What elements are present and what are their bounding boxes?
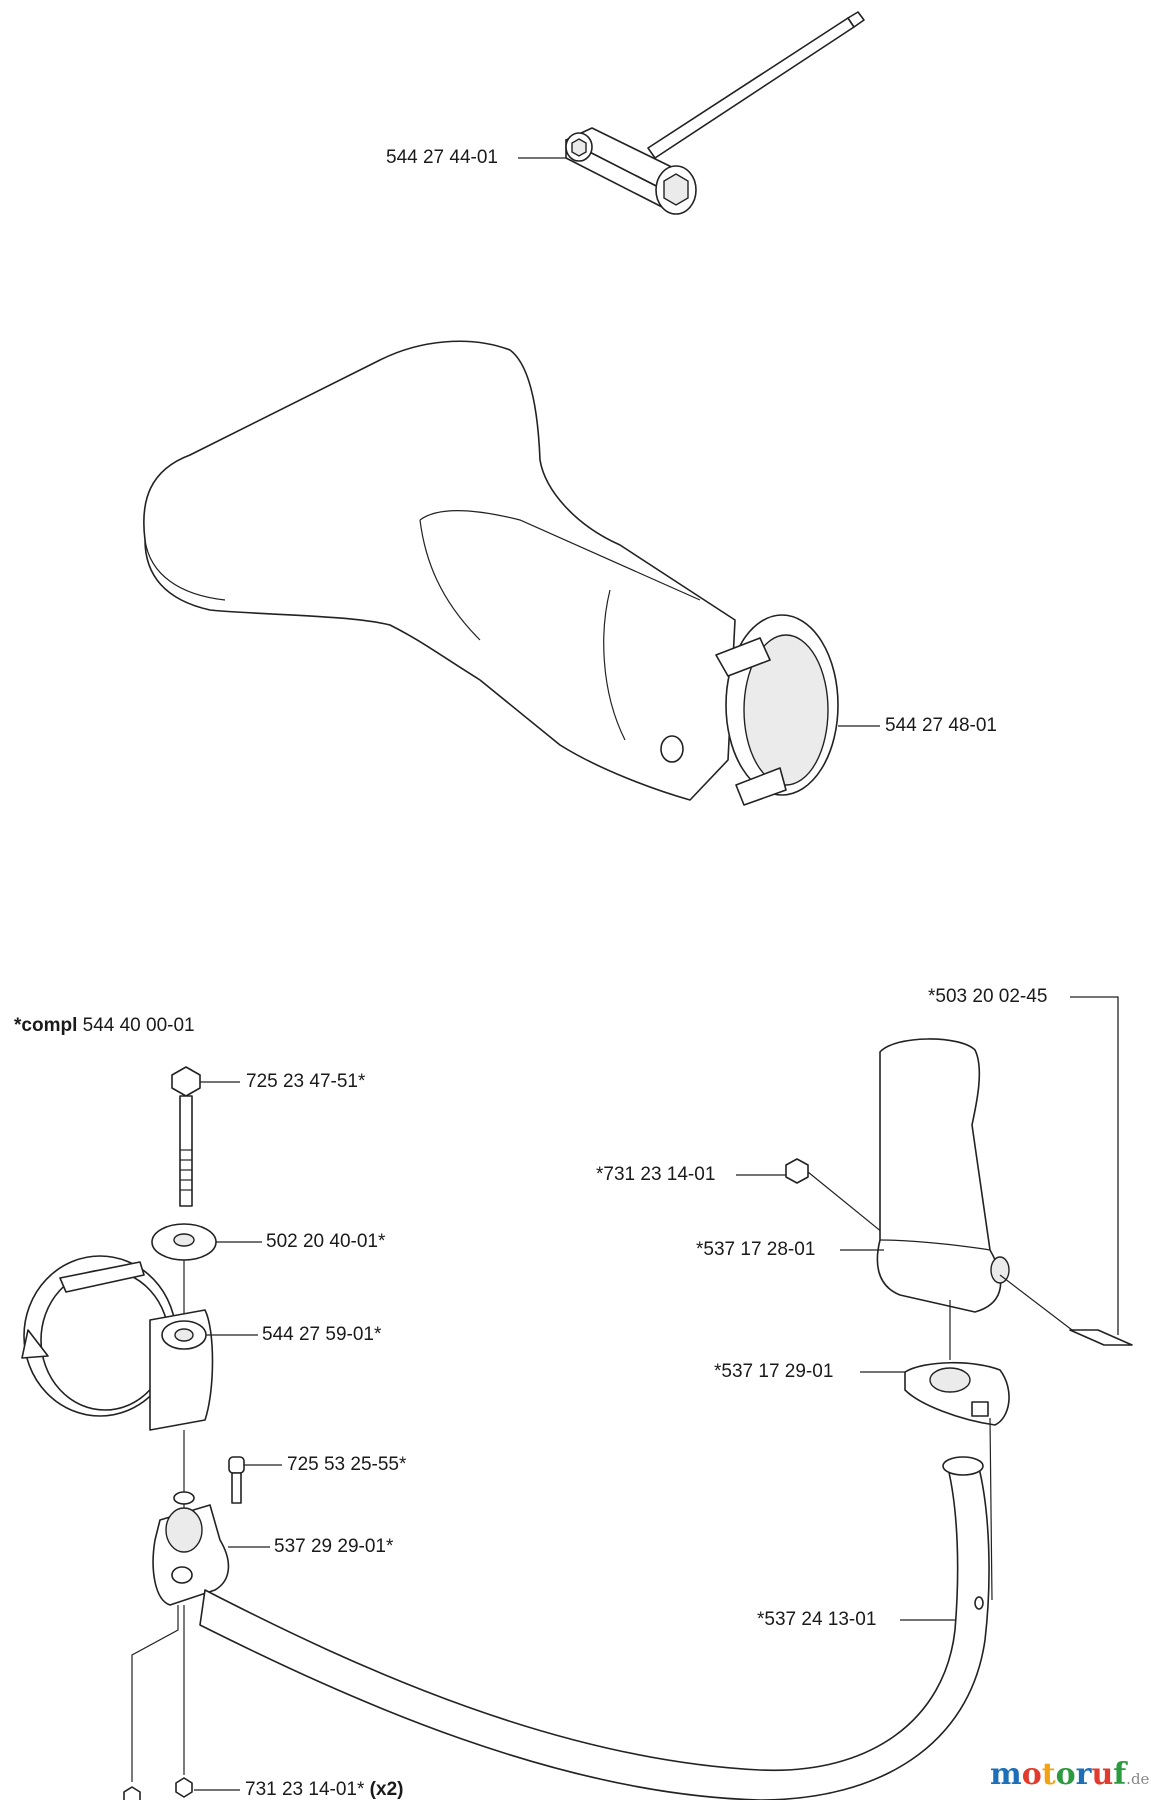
loop-handle-drawing [199,1456,990,1800]
label-handle-lower: *537 17 29-01 [714,1361,834,1382]
watermark-logo: motoruf.de [990,1757,1149,1792]
watermark-letter: m [990,1757,1022,1792]
label-screw-handle: *503 20 02-45 [928,986,1048,1007]
watermark-suffix: .de [1126,1770,1150,1788]
label-kit: *compl 544 40 00-01 [14,1015,195,1037]
kit-number: 544 40 00-01 [82,1015,195,1036]
label-nut-pair: 731 23 14-01* (x2) [245,1779,403,1801]
nozzle-drawing [143,340,839,806]
label-tool-wrench: 544 27 44-01 [386,147,498,168]
label-bolt-long: 725 23 47-51* [246,1071,366,1092]
t-wrench-drawing [565,11,865,215]
watermark-letter: u [1091,1757,1114,1792]
nut-pair-number: 731 23 14-01* [245,1779,365,1800]
label-nozzle: 544 27 48-01 [885,715,997,736]
label-lock-washer: 502 20 40-01* [266,1231,386,1252]
kit-prefix: *compl [14,1015,78,1036]
watermark-text: motoruf [990,1757,1126,1792]
label-nut-handle: *731 23 14-01 [596,1164,716,1185]
clamp-assembly-drawing [21,1066,245,1800]
label-loop-handle: *537 24 13-01 [757,1609,877,1630]
watermark-letter: o [1055,1757,1076,1792]
leaders-lower [194,996,1119,1791]
label-handle-upper: *537 17 28-01 [696,1239,816,1260]
label-screw-small: 725 53 25-55* [287,1454,407,1475]
nut-pair-qty: (x2) [369,1779,404,1800]
watermark-letter: r [1075,1757,1092,1792]
watermark-letter: o [1021,1757,1042,1792]
label-bracket: 537 29 29-01* [274,1536,394,1557]
watermark-letter: f [1113,1757,1127,1792]
watermark-letter: t [1041,1757,1056,1792]
label-clamp: 544 27 59-01* [262,1324,382,1345]
handle-drawing [785,1038,1133,1601]
